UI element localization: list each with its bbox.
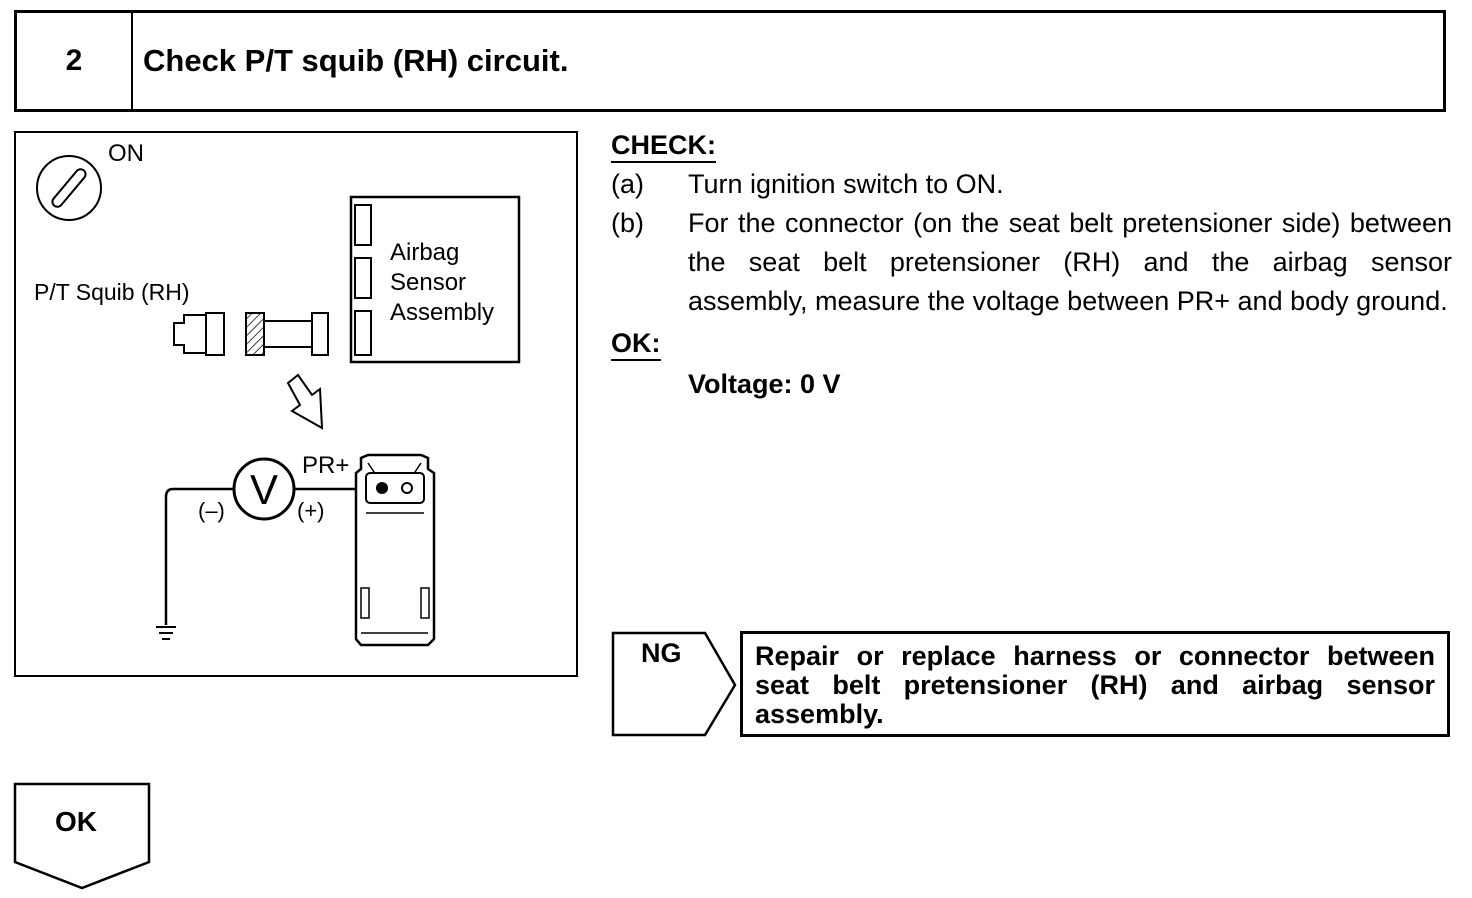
check-procedure: CHECK: (a) Turn ignition switch to ON. (… xyxy=(611,126,1452,404)
ng-label: NG xyxy=(641,638,682,668)
ignition-on-label: ON xyxy=(108,140,144,167)
ng-arrow-shape xyxy=(611,631,737,737)
check-heading: CHECK: xyxy=(611,129,716,163)
ng-action-box: Repair or replace harness or connector b… xyxy=(740,631,1450,737)
ok-heading: OK: xyxy=(611,327,661,361)
ok-label: OK xyxy=(55,806,97,837)
step-number: 2 xyxy=(17,13,133,109)
positive-probe-label: (+) xyxy=(297,498,325,523)
step-title: Check P/T squib (RH) circuit. xyxy=(143,43,569,78)
check-step-a: (a) Turn ignition switch to ON. xyxy=(611,165,1452,204)
ground-icon xyxy=(156,626,176,640)
arrow-down-icon xyxy=(286,373,324,430)
ok-arrow-shape xyxy=(13,782,151,890)
check-step-label: (b) xyxy=(611,208,644,238)
check-step-text: For the connector (on the seat belt pret… xyxy=(688,208,1452,316)
illustration-svg: ON Airbag Sensor Assembly P/T Squib (RH) xyxy=(34,140,521,647)
sensor-label-line1: Airbag xyxy=(390,239,459,266)
squib-connector-icon xyxy=(173,312,225,356)
airbag-sensor-assembly xyxy=(349,195,521,364)
terminal-label: PR+ xyxy=(302,452,349,479)
connector-icon xyxy=(245,312,329,356)
squib-label: P/T Squib (RH) xyxy=(34,279,190,305)
ignition-switch-icon xyxy=(36,155,102,221)
sensor-label-line3: Assembly xyxy=(390,299,494,326)
ground-wire xyxy=(164,487,236,625)
voltmeter-symbol: V xyxy=(250,466,278,513)
step-header: 2 Check P/T squib (RH) circuit. xyxy=(14,10,1446,112)
check-step-text: Turn ignition switch to ON. xyxy=(688,169,1004,199)
check-step-b: (b) For the connector (on the seat belt … xyxy=(611,204,1452,321)
check-step-label: (a) xyxy=(611,169,644,199)
circuit-illustration: ON Airbag Sensor Assembly P/T Squib (RH) xyxy=(14,131,578,677)
pretensioner-connector-icon xyxy=(354,453,436,647)
sensor-label-line2: Sensor xyxy=(390,269,466,296)
ok-spec: Voltage: 0 V xyxy=(688,369,841,399)
negative-probe-label: (–) xyxy=(198,498,225,523)
